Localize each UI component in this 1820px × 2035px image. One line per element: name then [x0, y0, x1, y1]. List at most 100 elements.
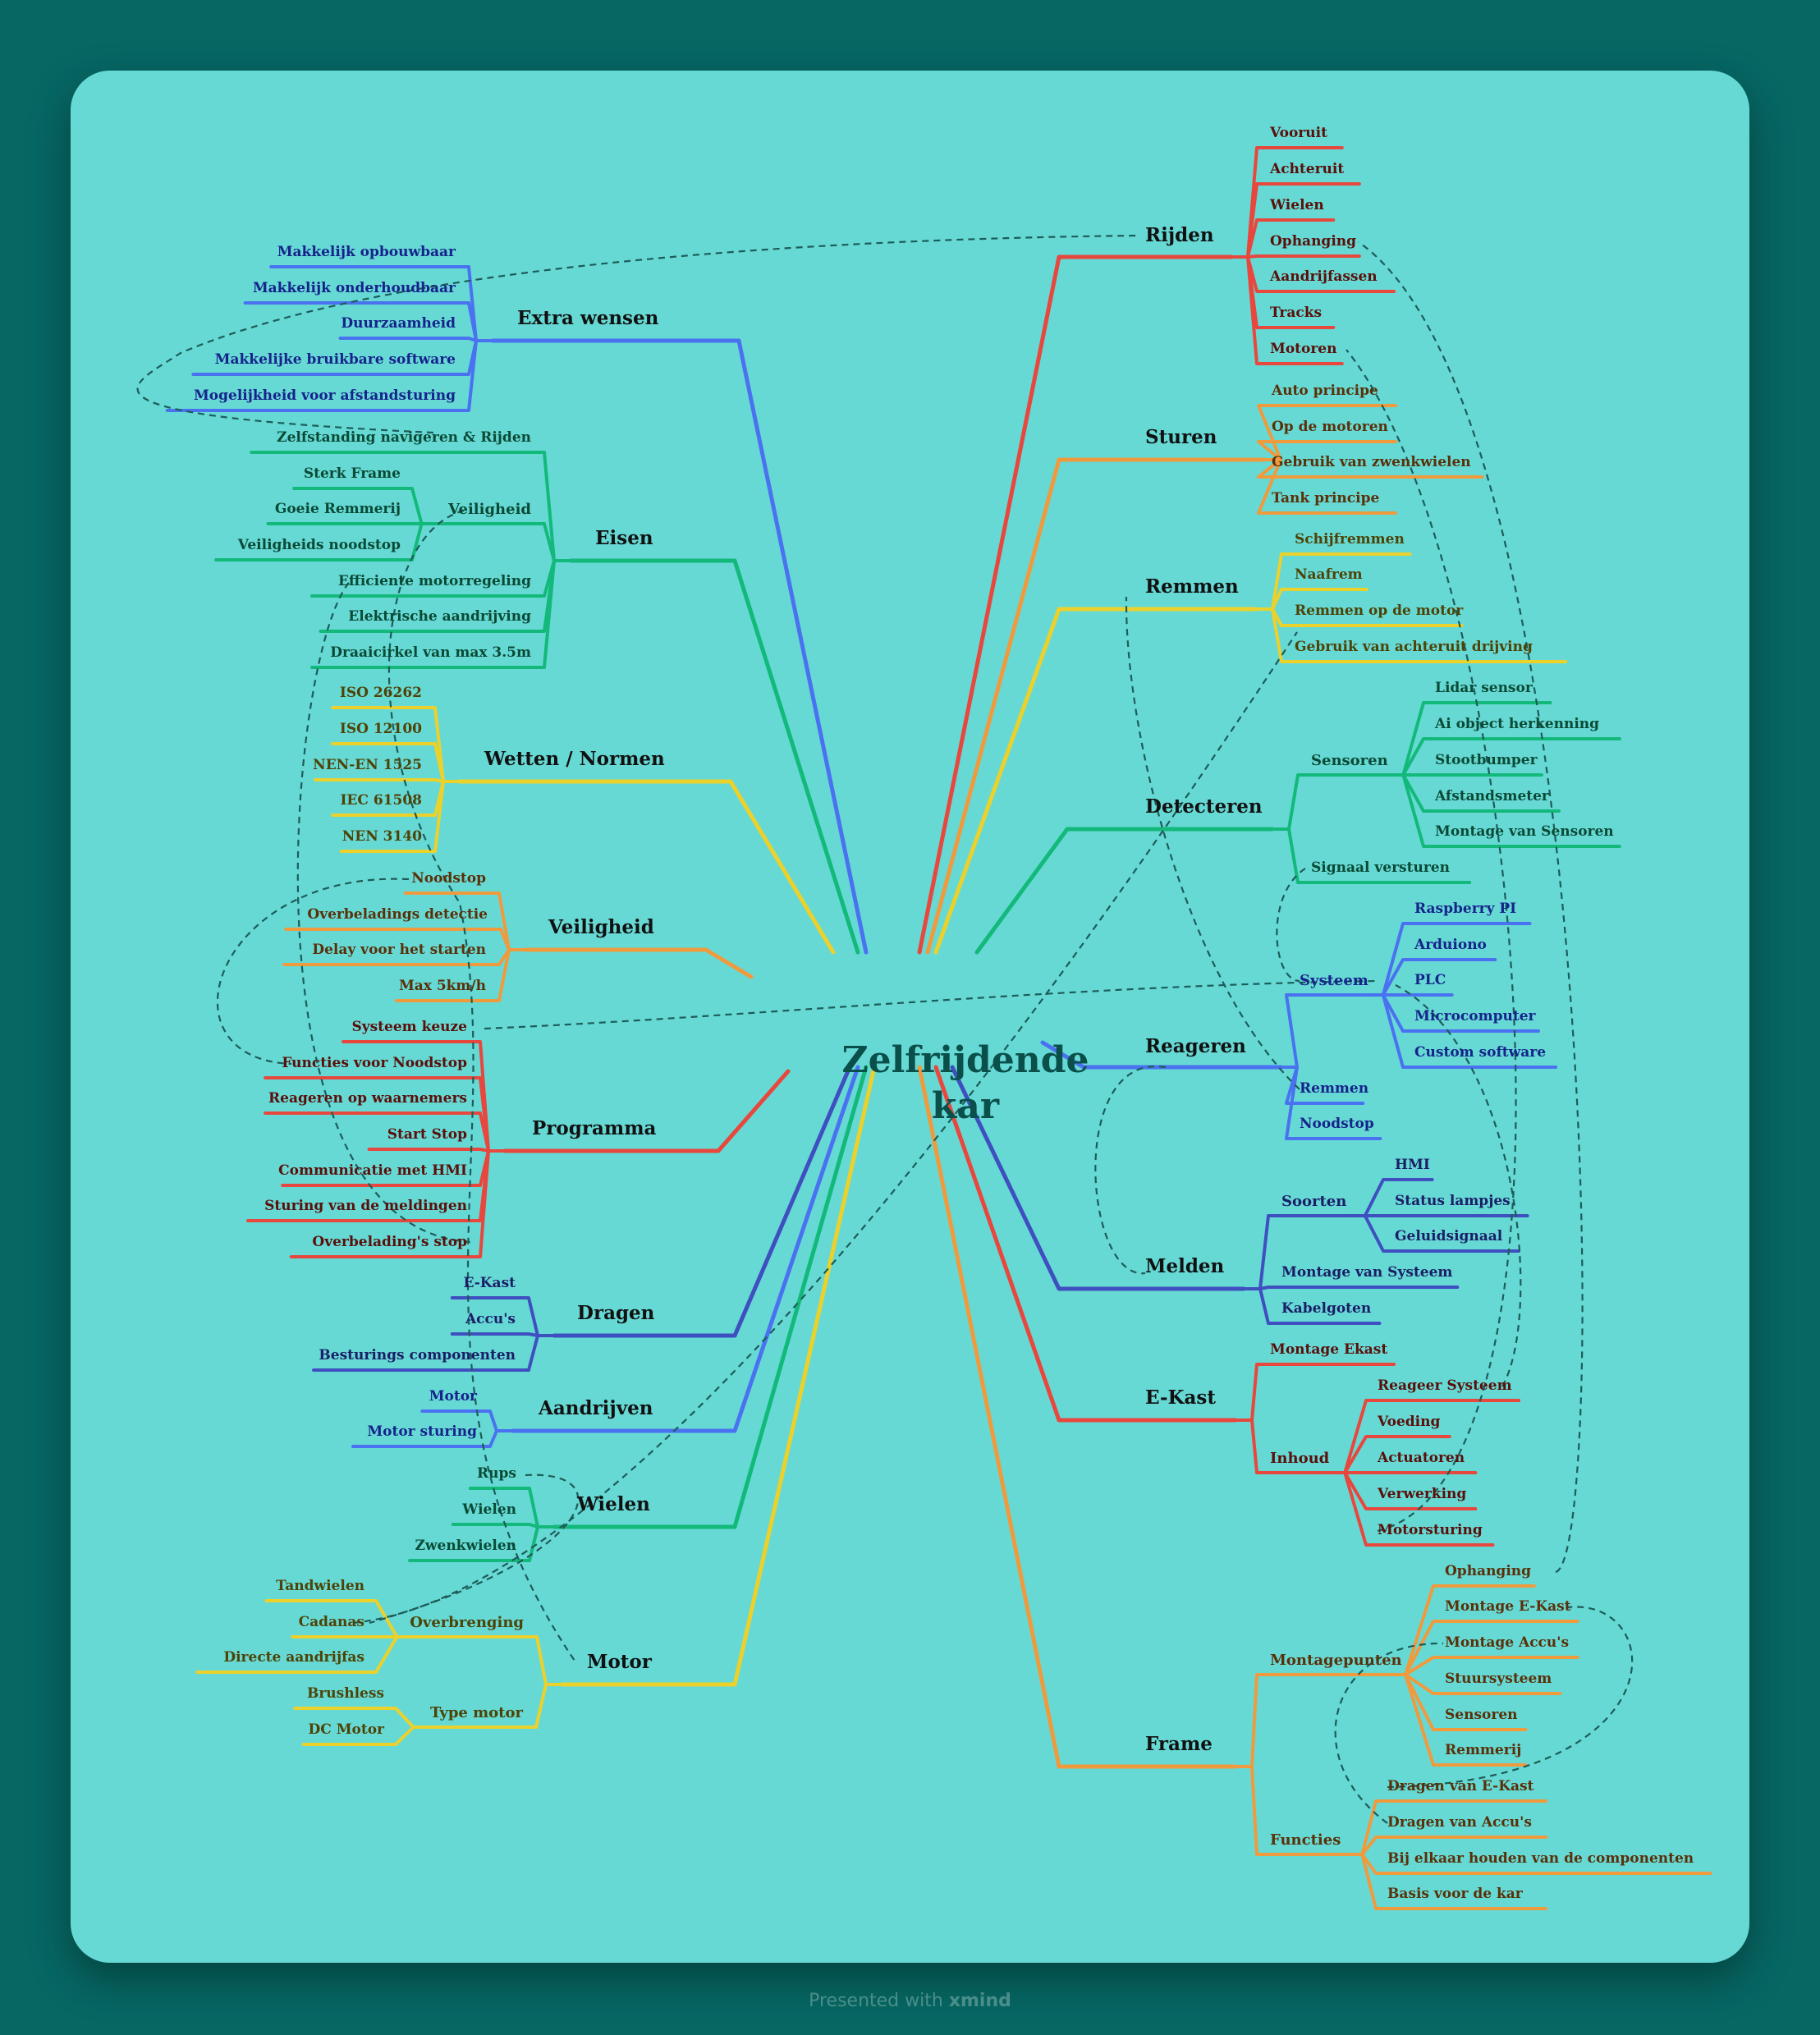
branch-rijden-wielen[interactable]: Wielen [1270, 197, 1324, 213]
branch-wielen-left-rups[interactable]: Rups [477, 1465, 516, 1482]
branch-melden-soorten-status-lampjes[interactable]: Status lampjes [1395, 1193, 1511, 1209]
branch-e-kast[interactable]: E-Kast [1145, 1386, 1216, 1409]
branch-rijden-tracks[interactable]: Tracks [1270, 305, 1323, 321]
branch-eisen-left-efficiente-motorregeling[interactable]: Efficiente motorregeling [337, 573, 531, 589]
branch-detecteren-signaal-versturen[interactable]: Signaal versturen [1311, 859, 1450, 876]
branch-programma-left-start-stop[interactable]: Start Stop [387, 1126, 467, 1143]
branch-dragen-left-accu-s[interactable]: Accu's [465, 1311, 516, 1327]
branch-melden-montage-van-systeem[interactable]: Montage van Systeem [1281, 1264, 1453, 1281]
relationship-line-3[interactable] [484, 979, 1380, 1030]
branch-remmen-gebruik-van-achteruit-drijving[interactable]: Gebruik van achteruit drijving [1295, 639, 1533, 655]
branch-detecteren-sensoren-lidar-sensor[interactable]: Lidar sensor [1435, 680, 1533, 696]
branch-e-kast-inhoud-voeding[interactable]: Voeding [1378, 1414, 1441, 1430]
branch-wetten-normen-left-iso-12100[interactable]: ISO 12100 [339, 721, 422, 737]
relationship-line-5[interactable] [296, 582, 473, 1244]
branch-melden[interactable]: Melden [1145, 1255, 1225, 1277]
branch-wielen-left[interactable]: Wielen [577, 1493, 650, 1515]
relationship-line-13[interactable] [1276, 868, 1306, 983]
branch-remmen-remmen-op-de-motor[interactable]: Remmen op de motor [1295, 603, 1464, 619]
branch-reageren-systeem-custom-software[interactable]: Custom software [1414, 1044, 1547, 1061]
branch-frame-montagepunten-stuursysteem[interactable]: Stuursysteem [1445, 1671, 1552, 1687]
relationship-line-7[interactable] [352, 631, 1298, 1625]
branch-wetten-normen-left-iso-26262[interactable]: ISO 26262 [339, 685, 422, 701]
branch-reageren-remmen[interactable]: Remmen [1300, 1080, 1369, 1097]
branch-frame-functies-basis-voor-de-kar[interactable]: Basis voor de kar [1387, 1886, 1523, 1902]
branch-reageren-systeem-raspberry-pi[interactable]: Raspberry PI [1414, 901, 1517, 917]
branch-frame-montagepunten-remmerij[interactable]: Remmerij [1445, 1742, 1522, 1758]
relationship-line-9[interactable] [1358, 241, 1584, 1574]
branch-frame[interactable]: Frame [1145, 1733, 1213, 1755]
branch-programma-left-sturing-van-de-meldingen[interactable]: Sturing van de meldingen [264, 1198, 467, 1214]
branch-dragen-left-e-kast[interactable]: E-Kast [463, 1275, 516, 1291]
relationship-line-10[interactable] [1387, 1606, 1634, 1789]
branch-programma-left-overbelading-s-stop[interactable]: Overbelading's stop [312, 1234, 467, 1250]
branch-sturen-tank-principe[interactable]: Tank principe [1272, 490, 1380, 506]
branch-extra-wensen-left-mogelijkheid-voor-afstandsturing[interactable]: Mogelijkheid voor afstandsturing [193, 387, 456, 404]
branch-reageren-noodstop[interactable]: Noodstop [1300, 1116, 1374, 1132]
branch-programma-left-communicatie-met-hmi[interactable]: Communicatie met HMI [278, 1162, 467, 1179]
branch-detecteren-sensoren-montage-van-sensoren[interactable]: Montage van Sensoren [1435, 823, 1614, 840]
relationship-line-4[interactable] [387, 509, 575, 1661]
branch-frame-montagepunten-montage-e-kast[interactable]: Montage E-Kast [1445, 1598, 1571, 1615]
branch-programma-left-functies-voor-noodstop[interactable]: Functies voor Noodstop [282, 1055, 467, 1071]
branch-eisen-left[interactable]: Eisen [595, 527, 653, 549]
relationship-line-12[interactable] [1094, 1065, 1167, 1275]
branch-rijden-aandrijfassen[interactable]: Aandrijfassen [1270, 268, 1378, 285]
branch-aandrijven-left[interactable]: Aandrijven [539, 1397, 653, 1419]
branch-veiligheid-left-overbeladings-detectie[interactable]: Overbeladings detectie [307, 906, 488, 923]
branch-aandrijven-left-motor-sturing[interactable]: Motor sturing [367, 1423, 477, 1440]
branch-sturen-auto-principe[interactable]: Auto principe [1272, 383, 1378, 399]
branch-e-kast-inhoud-verwerking[interactable]: Verwerking [1378, 1486, 1467, 1502]
branch-eisen-left-veiligheid-veiligheids-noodstop[interactable]: Veiligheids noodstop [237, 537, 401, 553]
branch-wetten-normen-left[interactable]: Wetten / Normen [484, 748, 665, 770]
branch-detecteren[interactable]: Detecteren [1145, 795, 1263, 818]
branch-eisen-left-zelfstanding-navigeren-rijden[interactable]: Zelfstanding navigeren & Rijden [277, 429, 531, 446]
branch-extra-wensen-left-makkelijk-opbouwbaar[interactable]: Makkelijk opbouwbaar [277, 244, 456, 260]
central-topic[interactable]: Zelfrijdende kar [826, 1038, 1105, 1130]
branch-eisen-left-veiligheid-sterk-frame[interactable]: Sterk Frame [303, 465, 401, 482]
branch-wetten-normen-left-nen-en-1525[interactable]: NEN-EN 1525 [313, 757, 422, 773]
branch-frame-functies[interactable]: Functies [1270, 1831, 1341, 1849]
relationship-line-14[interactable] [1125, 596, 1300, 1090]
branch-rijden-ophanging[interactable]: Ophanging [1270, 233, 1357, 250]
branch-motor-left[interactable]: Motor [587, 1651, 652, 1673]
relationship-line-11[interactable] [1334, 1642, 1444, 1824]
branch-eisen-left-elektrische-aandrijving[interactable]: Elektrische aandrijving [348, 608, 531, 625]
branch-eisen-left-draaicirkel-van-max-3-5m[interactable]: Draaicirkel van max 3.5m [330, 644, 531, 661]
relationship-line-15[interactable] [1395, 984, 1522, 1387]
branch-extra-wensen-left[interactable]: Extra wensen [517, 307, 659, 329]
branch-veiligheid-left-noodstop[interactable]: Noodstop [411, 870, 486, 887]
branch-motor-left-overbrenging[interactable]: Overbrenging [410, 1614, 524, 1631]
branch-detecteren-sensoren-stootbumper[interactable]: Stootbumper [1435, 752, 1538, 768]
branch-dragen-left[interactable]: Dragen [577, 1302, 655, 1324]
branch-programma-left-systeem-keuze[interactable]: Systeem keuze [351, 1019, 467, 1035]
branch-e-kast-inhoud-motorsturing[interactable]: Motorsturing [1378, 1522, 1483, 1538]
branch-sturen[interactable]: Sturen [1145, 426, 1217, 448]
branch-frame-montagepunten[interactable]: Montagepunten [1270, 1652, 1402, 1669]
branch-motor-left-type-motor-brushless[interactable]: Brushless [306, 1685, 384, 1702]
branch-melden-soorten-geluidsignaal[interactable]: Geluidsignaal [1395, 1228, 1503, 1244]
branch-rijden-achteruit[interactable]: Achteruit [1270, 161, 1345, 177]
branch-veiligheid-left[interactable]: Veiligheid [548, 916, 654, 938]
branch-melden-soorten-hmi[interactable]: HMI [1395, 1157, 1430, 1173]
branch-frame-montagepunten-ophanging[interactable]: Ophanging [1445, 1563, 1532, 1579]
branch-reageren-systeem-microcomputer[interactable]: Microcomputer [1414, 1008, 1536, 1024]
branch-extra-wensen-left-makkelijke-bruikbare-software[interactable]: Makkelijke bruikbare software [214, 351, 456, 368]
branch-detecteren-sensoren-ai-object-herkenning[interactable]: Ai object herkenning [1435, 716, 1600, 732]
relationship-line-1[interactable] [136, 234, 1138, 434]
branch-reageren-systeem-arduiono[interactable]: Arduiono [1414, 937, 1487, 953]
branch-programma-left-reageren-op-waarnemers[interactable]: Reageren op waarnemers [268, 1090, 467, 1107]
branch-frame-functies-dragen-van-accu-s[interactable]: Dragen van Accu's [1387, 1814, 1532, 1831]
branch-motor-left-overbrenging-tandwielen[interactable]: Tandwielen [276, 1578, 364, 1594]
branch-aandrijven-left-motor[interactable]: Motor [429, 1388, 477, 1405]
branch-remmen-schijfremmen[interactable]: Schijfremmen [1295, 531, 1405, 548]
branch-reageren-systeem[interactable]: Systeem [1300, 972, 1368, 989]
branch-frame-functies-bij-elkaar-houden-van-de-componenten[interactable]: Bij elkaar houden van de componenten [1387, 1850, 1694, 1867]
branch-frame-functies-dragen-van-e-kast[interactable]: Dragen van E-Kast [1387, 1778, 1534, 1794]
branch-rijden[interactable]: Rijden [1145, 224, 1214, 246]
branch-e-kast-inhoud-actuatoren[interactable]: Actuatoren [1378, 1450, 1465, 1466]
branch-reageren-systeem-plc[interactable]: PLC [1414, 972, 1446, 988]
relationship-line-2[interactable] [216, 878, 410, 1066]
branch-wielen-left-zwenkwielen[interactable]: Zwenkwielen [415, 1538, 516, 1554]
branch-e-kast-inhoud-reageer-systeem[interactable]: Reageer Systeem [1378, 1377, 1512, 1394]
